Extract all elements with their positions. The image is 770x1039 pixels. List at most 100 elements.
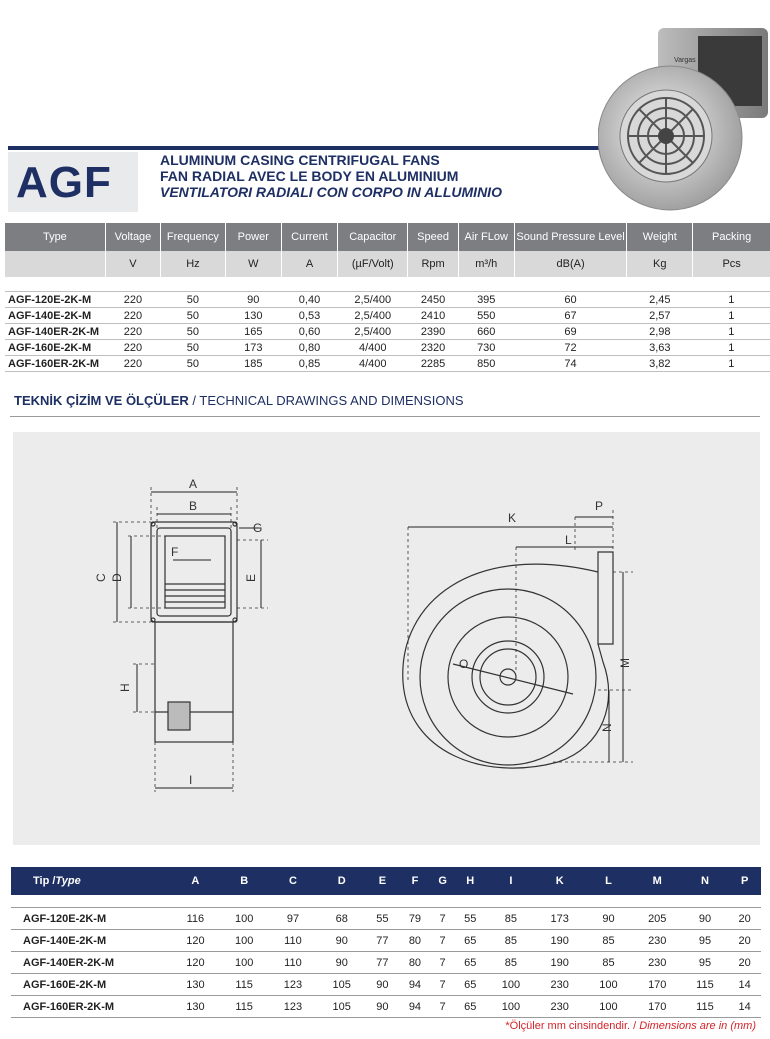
cell-value: 173 bbox=[535, 907, 585, 930]
header-rule bbox=[8, 146, 608, 150]
spec-unit: W bbox=[225, 251, 282, 277]
cell-value: 2,5/400 bbox=[337, 291, 408, 308]
cell-value: 230 bbox=[535, 995, 585, 1018]
cell-value: 50 bbox=[160, 291, 226, 308]
dims-header-row: Tip /Type A B C D E F G H I K L M N P bbox=[11, 867, 761, 895]
spec-header: Sound Pressure Level bbox=[514, 223, 628, 251]
cell-value: 165 bbox=[225, 323, 282, 340]
spec-unit: Rpm bbox=[407, 251, 459, 277]
cell-value: 69 bbox=[514, 323, 627, 340]
units-note-tr: *Ölçüler mm cinsindendir. / bbox=[505, 1020, 640, 1032]
cell-value: 20 bbox=[728, 907, 761, 930]
cell-value: 0,80 bbox=[281, 339, 338, 356]
cell-value: 85 bbox=[584, 929, 633, 952]
dims-header: N bbox=[681, 867, 729, 895]
cell-value: 94 bbox=[398, 995, 432, 1018]
section-title-bold: TEKNİK ÇİZİM VE ÖLÇÜLER bbox=[14, 393, 189, 408]
cell-value: 95 bbox=[681, 929, 729, 952]
dim-label-g: G bbox=[253, 521, 262, 535]
dim-label-d: D bbox=[110, 573, 124, 582]
dims-header: I bbox=[486, 867, 536, 895]
dim-label-k: K bbox=[508, 511, 516, 525]
cell-value: 2285 bbox=[407, 355, 459, 372]
cell-value: 50 bbox=[160, 339, 226, 356]
cell-value: 2320 bbox=[407, 339, 459, 356]
cell-value: 7 bbox=[431, 995, 454, 1018]
dimensions-table: Tip /Type A B C D E F G H I K L M N P AG… bbox=[11, 867, 761, 1018]
dims-header-type-it: Type bbox=[55, 875, 81, 887]
cell-value: 85 bbox=[486, 929, 536, 952]
cell-value: 7 bbox=[431, 973, 454, 996]
cell-value: 90 bbox=[366, 973, 399, 996]
cell-value: 100 bbox=[584, 973, 633, 996]
section-rule bbox=[10, 416, 760, 417]
cell-value: 395 bbox=[458, 291, 515, 308]
spec-header: Power bbox=[225, 223, 282, 251]
cell-value: 7 bbox=[431, 951, 454, 974]
technical-drawing: A B C D F G E H I bbox=[13, 432, 760, 845]
units-note: *Ölçüler mm cinsindendir. / Dimensions a… bbox=[505, 1020, 756, 1032]
title-line-2: FAN RADIAL AVEC LE BODY EN ALUMINIUM bbox=[160, 168, 459, 184]
cell-value: 220 bbox=[105, 291, 161, 308]
cell-value: 100 bbox=[219, 951, 269, 974]
model-name: AGF-160E-2K-M bbox=[5, 339, 106, 356]
dim-label-o: O bbox=[459, 657, 468, 671]
cell-value: 115 bbox=[681, 973, 729, 996]
cell-value: 50 bbox=[160, 323, 226, 340]
cell-value: 0,60 bbox=[281, 323, 338, 340]
cell-value: 230 bbox=[632, 951, 682, 974]
dim-label-n: N bbox=[600, 723, 614, 732]
dim-label-e: E bbox=[244, 574, 258, 582]
cell-value: 0,85 bbox=[281, 355, 338, 372]
cell-value: 4/400 bbox=[337, 355, 408, 372]
dims-header: C bbox=[268, 867, 318, 895]
front-view-labels: K L P M N O bbox=[459, 499, 632, 732]
cell-value: 220 bbox=[105, 339, 161, 356]
cell-value: 20 bbox=[728, 929, 761, 952]
dims-header: M bbox=[632, 867, 682, 895]
dims-header: E bbox=[366, 867, 399, 895]
cell-value: 115 bbox=[219, 973, 269, 996]
cell-value: 90 bbox=[366, 995, 399, 1018]
spec-unit: dB(A) bbox=[514, 251, 628, 277]
cell-value: 85 bbox=[486, 907, 536, 930]
title-line-1: ALUMINUM CASING CENTRIFUGAL FANS bbox=[160, 152, 440, 168]
cell-value: 72 bbox=[514, 339, 627, 356]
cell-value: 67 bbox=[514, 307, 627, 324]
cell-value: 660 bbox=[458, 323, 515, 340]
cell-value: 205 bbox=[632, 907, 682, 930]
model-name: AGF-160ER-2K-M bbox=[5, 355, 106, 372]
cell-value: 50 bbox=[160, 307, 226, 324]
spec-table: Type Voltage Frequency Power Current Cap… bbox=[5, 223, 770, 372]
cell-value: 80 bbox=[398, 951, 432, 974]
cell-value: 50 bbox=[160, 355, 226, 372]
cell-value: 3,63 bbox=[626, 339, 693, 356]
cell-value: 105 bbox=[317, 995, 367, 1018]
cell-value: 2,98 bbox=[626, 323, 693, 340]
cell-value: 1 bbox=[692, 355, 770, 372]
cell-value: 90 bbox=[681, 907, 729, 930]
cell-value: 3,82 bbox=[626, 355, 693, 372]
cell-value: 100 bbox=[486, 973, 536, 996]
cell-value: 2450 bbox=[407, 291, 459, 308]
cell-value: 110 bbox=[268, 951, 318, 974]
cell-value: 85 bbox=[584, 951, 633, 974]
cell-value: 230 bbox=[535, 973, 585, 996]
cell-value: 2,5/400 bbox=[337, 307, 408, 324]
cell-value: 95 bbox=[681, 951, 729, 974]
dims-header: B bbox=[219, 867, 269, 895]
dim-label-f: F bbox=[171, 545, 178, 559]
cell-value: 190 bbox=[535, 929, 585, 952]
logo-background bbox=[8, 152, 138, 212]
cell-value: 116 bbox=[171, 907, 220, 930]
dims-header-type: Tip /Type bbox=[11, 867, 171, 895]
spec-header: Air FLow bbox=[458, 223, 515, 251]
cell-value: 14 bbox=[728, 995, 761, 1018]
cell-value: 1 bbox=[692, 307, 770, 324]
spec-unit: V bbox=[105, 251, 162, 277]
spec-unit bbox=[5, 251, 106, 277]
